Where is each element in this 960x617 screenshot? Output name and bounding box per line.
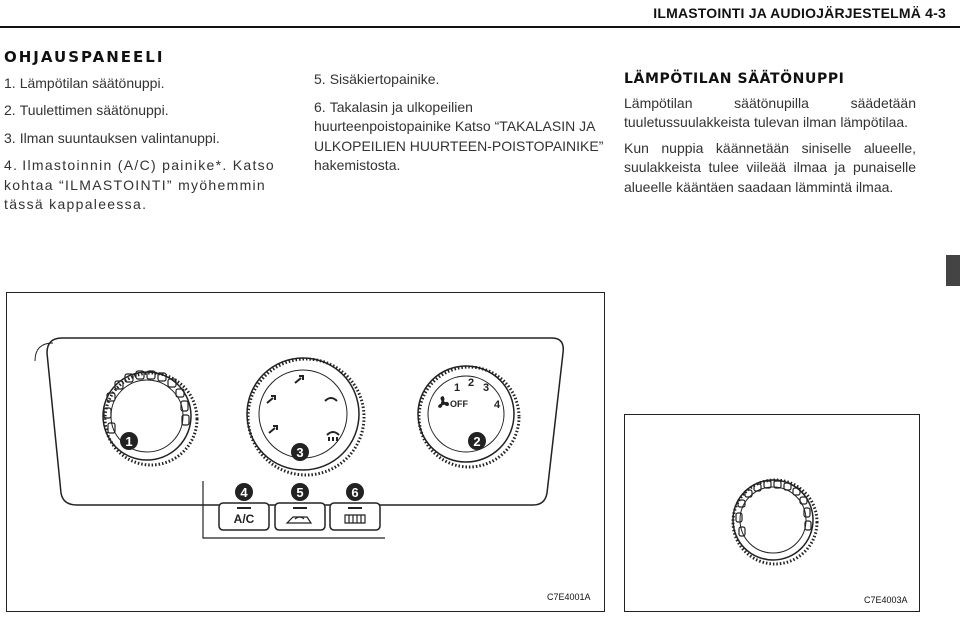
column-right: LÄMPÖTILAN SÄÄTÖNUPPI Lämpötilan säätönu… bbox=[624, 70, 916, 203]
defrost-icon bbox=[326, 431, 340, 441]
car-recirculation-icon bbox=[285, 516, 313, 524]
list-item: 1.Lämpötilan säätönuppi. bbox=[4, 74, 165, 91]
ac-button: A/C bbox=[218, 502, 270, 531]
mode-knob bbox=[246, 357, 366, 477]
fan-icon bbox=[438, 396, 449, 408]
svg-text:OFF: OFF bbox=[450, 399, 468, 409]
control-panel-illustration: 1 3 1 2 3 4 bbox=[34, 337, 565, 539]
list-item: 5.Sisäkiertopainike. bbox=[314, 71, 440, 87]
svg-text:3: 3 bbox=[296, 445, 303, 460]
floor-vent-icon bbox=[268, 425, 278, 434]
column-middle: 5.Sisäkiertopainike. 6.Takalasin ja ulko… bbox=[314, 70, 608, 184]
list-item: 3.Ilman suuntauksen valintanuppi. bbox=[4, 129, 220, 146]
callout-3: 3 bbox=[291, 443, 309, 461]
svg-text:5: 5 bbox=[296, 485, 303, 500]
bilevel-vent-icon bbox=[266, 395, 276, 404]
header-title: ILMASTOINTI JA AUDIOJÄRJESTELMÄ 4-3 bbox=[653, 5, 946, 21]
floor-defrost-icon bbox=[324, 397, 338, 402]
callout-2: 2 bbox=[468, 432, 486, 450]
svg-text:4: 4 bbox=[494, 399, 501, 411]
recirculation-button bbox=[274, 502, 326, 531]
rear-defrost-icon bbox=[344, 514, 366, 524]
paragraph: Kun nuppia käännetään siniselle alueelle… bbox=[624, 139, 916, 195]
callout-5: 5 bbox=[291, 483, 309, 501]
figure-code: C7E4003A bbox=[864, 595, 908, 605]
svg-text:2: 2 bbox=[468, 377, 474, 389]
figure-code: C7E4001A bbox=[547, 592, 591, 602]
svg-text:1: 1 bbox=[125, 434, 132, 449]
svg-text:A/C: A/C bbox=[234, 512, 255, 526]
figure-control-panel: 1 3 1 2 3 4 bbox=[6, 292, 605, 612]
temperature-knob-illustration bbox=[731, 478, 819, 566]
callout-6: 6 bbox=[346, 483, 364, 501]
list-item: 2.Tuulettimen säätönuppi. bbox=[4, 102, 169, 118]
svg-text:2: 2 bbox=[473, 434, 480, 449]
svg-text:1: 1 bbox=[454, 382, 460, 394]
rear-defrost-button bbox=[329, 502, 381, 531]
section-title-temperature-knob: LÄMPÖTILAN SÄÄTÖNUPPI bbox=[624, 71, 845, 87]
callout-1: 1 bbox=[120, 432, 138, 450]
svg-text:6: 6 bbox=[351, 485, 358, 500]
svg-text:4: 4 bbox=[240, 485, 248, 500]
header-rule bbox=[0, 26, 960, 28]
fan-speed-knob: 1 2 3 4 OFF bbox=[417, 365, 521, 469]
page-header: ILMASTOINTI JA AUDIOJÄRJESTELMÄ 4-3 bbox=[0, 0, 960, 26]
section-title-control-panel: OHJAUSPANEELI bbox=[4, 48, 165, 66]
list-item: 6.Takalasin ja ulkopeilien huurteenpoist… bbox=[314, 98, 604, 174]
svg-text:3: 3 bbox=[483, 382, 489, 394]
temperature-knob bbox=[102, 370, 199, 467]
face-vent-icon bbox=[294, 375, 304, 384]
chapter-tab-marker bbox=[946, 255, 960, 286]
callout-4: 4 bbox=[235, 483, 253, 501]
column-left: OHJAUSPANEELI 1.Lämpötilan säätönuppi. 2… bbox=[4, 48, 302, 223]
figure-temperature-knob: C7E4003A bbox=[624, 414, 920, 612]
paragraph: Lämpötilan säätönupilla säädetään tuulet… bbox=[624, 94, 916, 131]
list-item: 4.Ilmastoinnin (A/C) painike*. Katso koh… bbox=[4, 157, 276, 212]
